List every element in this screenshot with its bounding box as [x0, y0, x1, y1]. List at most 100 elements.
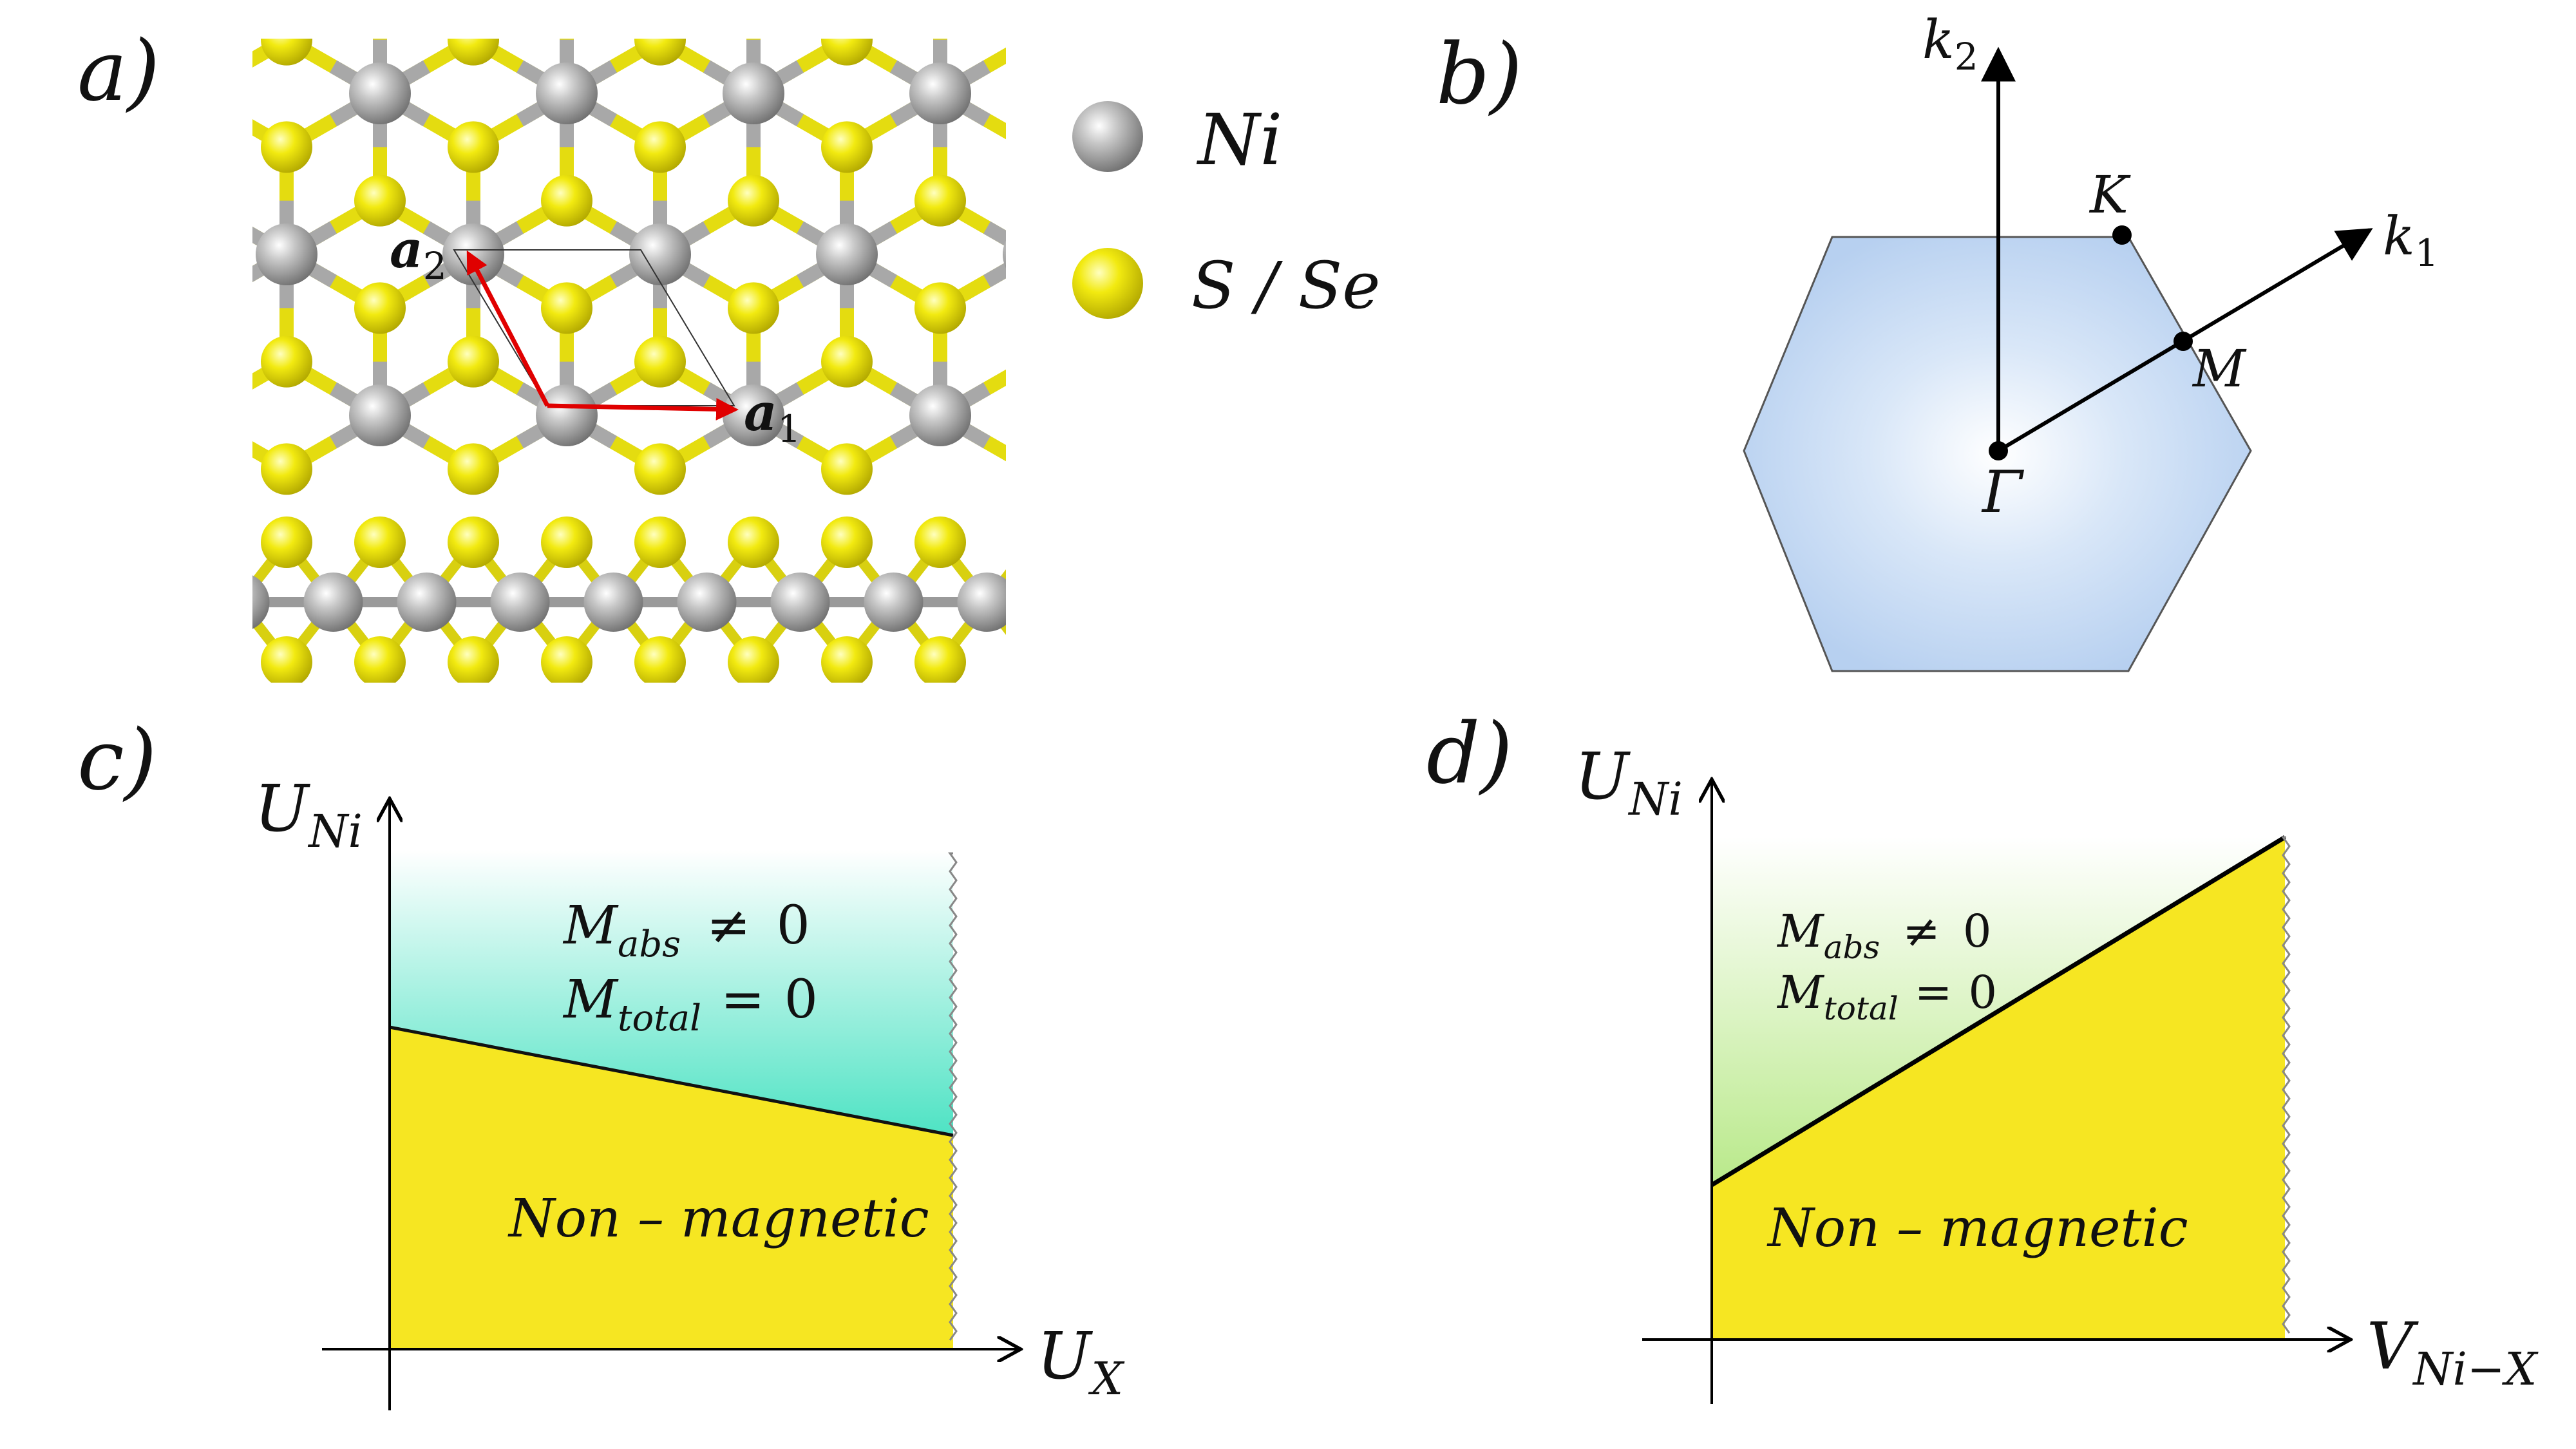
- nickel-atom: [303, 573, 363, 632]
- sulfur-atom: [1381, 443, 1433, 495]
- nickel-atom: [909, 62, 971, 124]
- sulfur-atom: [1008, 336, 1059, 388]
- sulfur-atom: [1195, 443, 1246, 495]
- panel-a: a) a1 a2 Ni S / Se: [0, 0, 1438, 688]
- lattice-bond: [1314, 388, 1361, 415]
- lattice-bond: [1220, 201, 1314, 254]
- sulfur-atom: [541, 175, 592, 227]
- panel-d-tag: d): [1426, 705, 1513, 802]
- lattice-bond: [1314, 415, 1407, 469]
- sulfur-atom: [1381, 336, 1433, 388]
- sulfur-atom: [74, 516, 126, 568]
- sulfur-atom: [261, 39, 312, 66]
- nickel-atom: [0, 62, 37, 124]
- sulfur-atom: [821, 336, 873, 388]
- nickel-atom: [117, 573, 176, 632]
- nickel-atom: [1376, 223, 1438, 285]
- nickel-atom: [864, 573, 923, 632]
- lattice-bond: [6, 415, 53, 442]
- sulfur-atom: [541, 282, 592, 334]
- nickel-atom: [397, 573, 457, 632]
- sulfur-atom: [167, 282, 219, 334]
- lattice-bond: [1314, 415, 1361, 442]
- sulfur-atom: [448, 443, 499, 495]
- unit-cell: [453, 249, 735, 406]
- nickel-atom: [256, 223, 317, 285]
- sulfur-atom: [728, 175, 779, 227]
- sulfur-atom: [448, 39, 499, 66]
- lattice-bond: [1127, 415, 1220, 469]
- lattice-atoms: [0, 0, 1438, 495]
- lattice-bond: [983, 221, 1006, 247]
- lattice-vector-a2-arrow: [466, 250, 550, 407]
- nickel-atom: [536, 384, 598, 446]
- lattice-bond: [100, 254, 193, 308]
- nickel-atom: [1003, 240, 1006, 269]
- nickel-atom: [909, 384, 971, 446]
- sulfur-atom: [634, 39, 686, 66]
- lattice-bond: [1220, 40, 1314, 93]
- sulfur-atom: [448, 121, 499, 173]
- sulfur-atom: [354, 0, 406, 12]
- m-label: M: [2192, 339, 2247, 399]
- sulfur-atom: [728, 516, 779, 568]
- sulfur-atom: [1288, 175, 1340, 227]
- lattice-bond: [6, 415, 100, 469]
- side-bond: [1034, 542, 1081, 602]
- lattice-bond: [1127, 388, 1174, 415]
- sulfur-atom: [448, 516, 499, 568]
- lattice-bond: [1314, 362, 1407, 415]
- side-bond: [193, 542, 240, 602]
- phase-c-nonmagnetic-region: [390, 1027, 953, 1349]
- d-phase-line2: Mtotal=0: [1776, 966, 1997, 1027]
- nickel-atom: [442, 223, 504, 285]
- lattice-bond: [1127, 40, 1220, 93]
- lattice-bond: [1220, 362, 1314, 415]
- nickel-atom: [1051, 573, 1110, 632]
- sulfur-atom: [167, 636, 219, 688]
- sulfur-atom: [728, 0, 779, 12]
- lattice-bond: [147, 388, 194, 415]
- sulfur-atom: [821, 121, 873, 173]
- sulfur-atom: [1101, 175, 1153, 227]
- panel-d: d) UNi VNi−X Mabs≠0 Mtotal=0 Non – magne…: [1426, 705, 2539, 1404]
- lattice-bond: [100, 254, 147, 281]
- c-phase-line1: Mabs≠0: [562, 895, 810, 965]
- sulfur-atom: [167, 0, 219, 12]
- sulfur-atom: [448, 336, 499, 388]
- nickel-atom: [162, 62, 224, 124]
- k2-label: k2: [1922, 10, 1978, 79]
- sulfur-atom: [261, 636, 312, 683]
- phase-d-break-edge: [2281, 836, 2291, 1334]
- side-bond: [1034, 602, 1081, 662]
- sulfur-atom: [634, 336, 686, 388]
- nickel-atom: [957, 573, 1006, 632]
- c-x-label: UX: [1037, 1318, 1125, 1405]
- lattice-bond: [983, 262, 1006, 288]
- legend-ni-swatch: [1072, 101, 1143, 172]
- lattice-bond: [1034, 362, 1127, 415]
- lattice-bond: [100, 201, 193, 254]
- nickel-atom: [1096, 384, 1158, 446]
- phase-c-boundary: [389, 1025, 954, 1137]
- nickel-atom: [490, 573, 550, 632]
- k-point: [2112, 225, 2132, 245]
- nickel-atom: [583, 573, 643, 632]
- lattice-bond: [147, 415, 194, 442]
- lattice-bond: [1267, 415, 1314, 442]
- sulfur-atom: [634, 516, 686, 568]
- lattice-bond: [6, 93, 53, 120]
- sulfur-atom: [1101, 516, 1153, 568]
- lattice: [0, 0, 1438, 688]
- legend-s-se-label: S / Se: [1191, 248, 1380, 323]
- lattice-bond: [1314, 201, 1407, 254]
- lattice-bond: [1267, 388, 1314, 415]
- nickel-atom: [629, 223, 691, 285]
- legend-s-se-swatch: [1072, 248, 1143, 319]
- lattice-bond: [6, 201, 100, 254]
- panel-c-tag: c): [77, 711, 157, 809]
- sulfur-atom: [1008, 121, 1059, 173]
- sulfur-atom: [634, 121, 686, 173]
- lattice-vector-a1-arrow: [547, 397, 739, 421]
